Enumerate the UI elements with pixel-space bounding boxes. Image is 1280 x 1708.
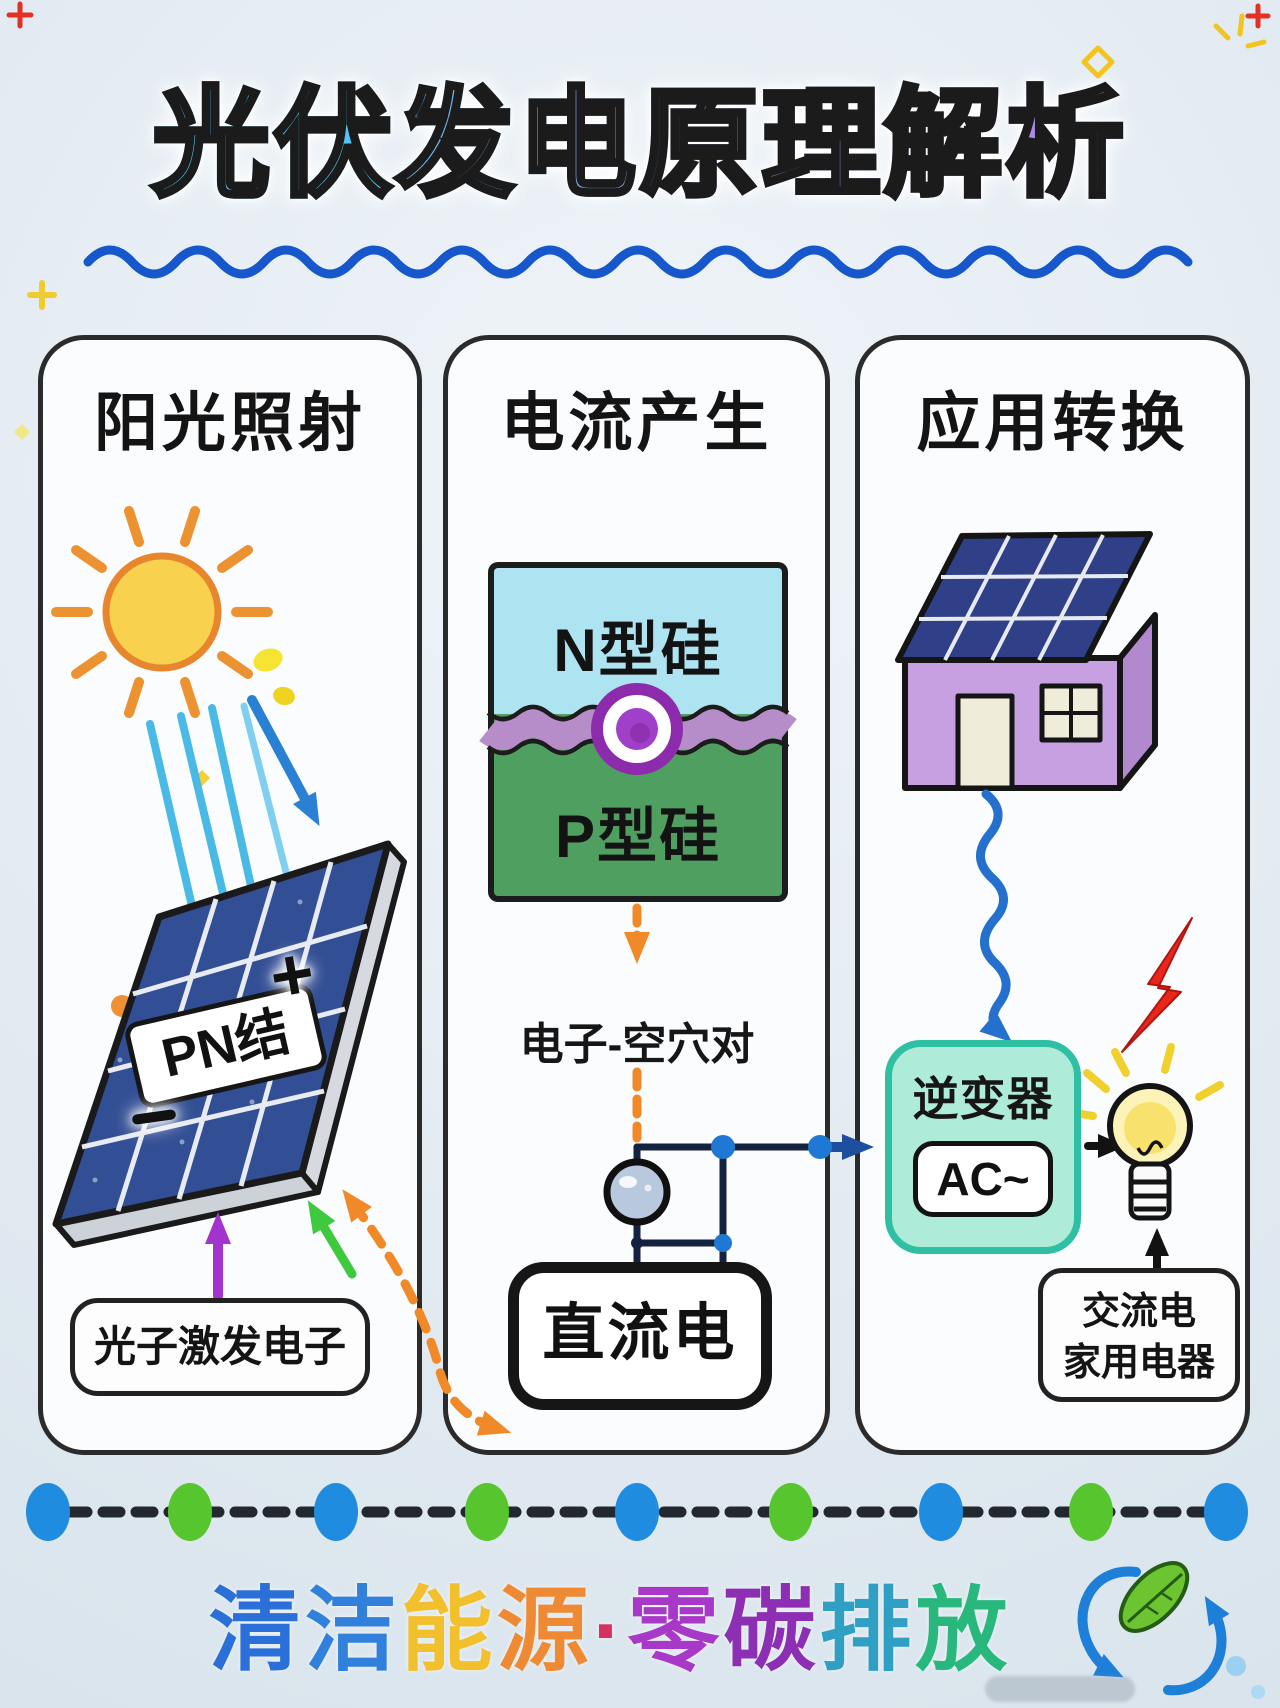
n-type-silicon-label: N型硅 bbox=[553, 617, 723, 684]
n-type-silicon-box: N型硅 bbox=[488, 562, 788, 714]
electron-hole-pair-label: 电子-空穴对 bbox=[519, 1020, 755, 1069]
p-type-silicon-label: P型硅 bbox=[554, 803, 722, 870]
panel-sunlight-header: 阳光照射 bbox=[94, 387, 366, 459]
panel-application-header: 应用转换 bbox=[916, 387, 1189, 459]
divider-dot bbox=[1204, 1483, 1248, 1541]
p-type-silicon-box: P型硅 bbox=[488, 714, 788, 902]
slogan-char: 源 bbox=[496, 1580, 593, 1682]
slogan-char: 排 bbox=[819, 1580, 916, 1682]
divider-dot bbox=[769, 1483, 813, 1541]
dc-current-box: 直流电 bbox=[508, 1262, 772, 1410]
slogan-char: 能 bbox=[400, 1580, 497, 1682]
panel-sunlight: 阳光照射 bbox=[38, 335, 422, 1455]
slogan-char: 碳 bbox=[723, 1580, 820, 1682]
appliance-label-line2: 家用电器 bbox=[1062, 1342, 1215, 1385]
appliance-label-line1: 交流电 bbox=[1081, 1291, 1196, 1333]
divider-dot bbox=[1069, 1483, 1113, 1541]
page-title: 光伏发电原理解析 bbox=[0, 72, 1280, 220]
slogan-char: · bbox=[592, 1580, 628, 1682]
slogan-char: 放 bbox=[915, 1580, 1012, 1682]
watermark-blob bbox=[985, 1676, 1135, 1702]
appliance-label: 交流电 家用电器 bbox=[1038, 1268, 1240, 1402]
photon-label: 光子激发电子 bbox=[70, 1298, 370, 1396]
inverter-box: 逆变器 AC~ bbox=[885, 1040, 1081, 1254]
plus-sign: + bbox=[263, 929, 321, 1020]
divider-dot bbox=[919, 1483, 963, 1541]
divider-dot bbox=[26, 1483, 70, 1541]
panel-current-header: 电流产生 bbox=[500, 387, 773, 459]
inverter-label: 逆变器 bbox=[912, 1073, 1054, 1125]
divider-dot bbox=[168, 1483, 212, 1541]
slogan-char: 清 bbox=[208, 1580, 305, 1682]
divider-dot bbox=[615, 1483, 659, 1541]
divider-dot bbox=[465, 1483, 509, 1541]
slogan-char: 零 bbox=[627, 1580, 724, 1682]
slogan-char: 洁 bbox=[304, 1580, 401, 1682]
divider-dot bbox=[314, 1483, 358, 1541]
slogan: 清洁能源·零碳排放 bbox=[140, 1556, 1080, 1689]
title-underline-wave bbox=[83, 245, 1193, 279]
ac-output-box: AC~ bbox=[913, 1141, 1053, 1217]
